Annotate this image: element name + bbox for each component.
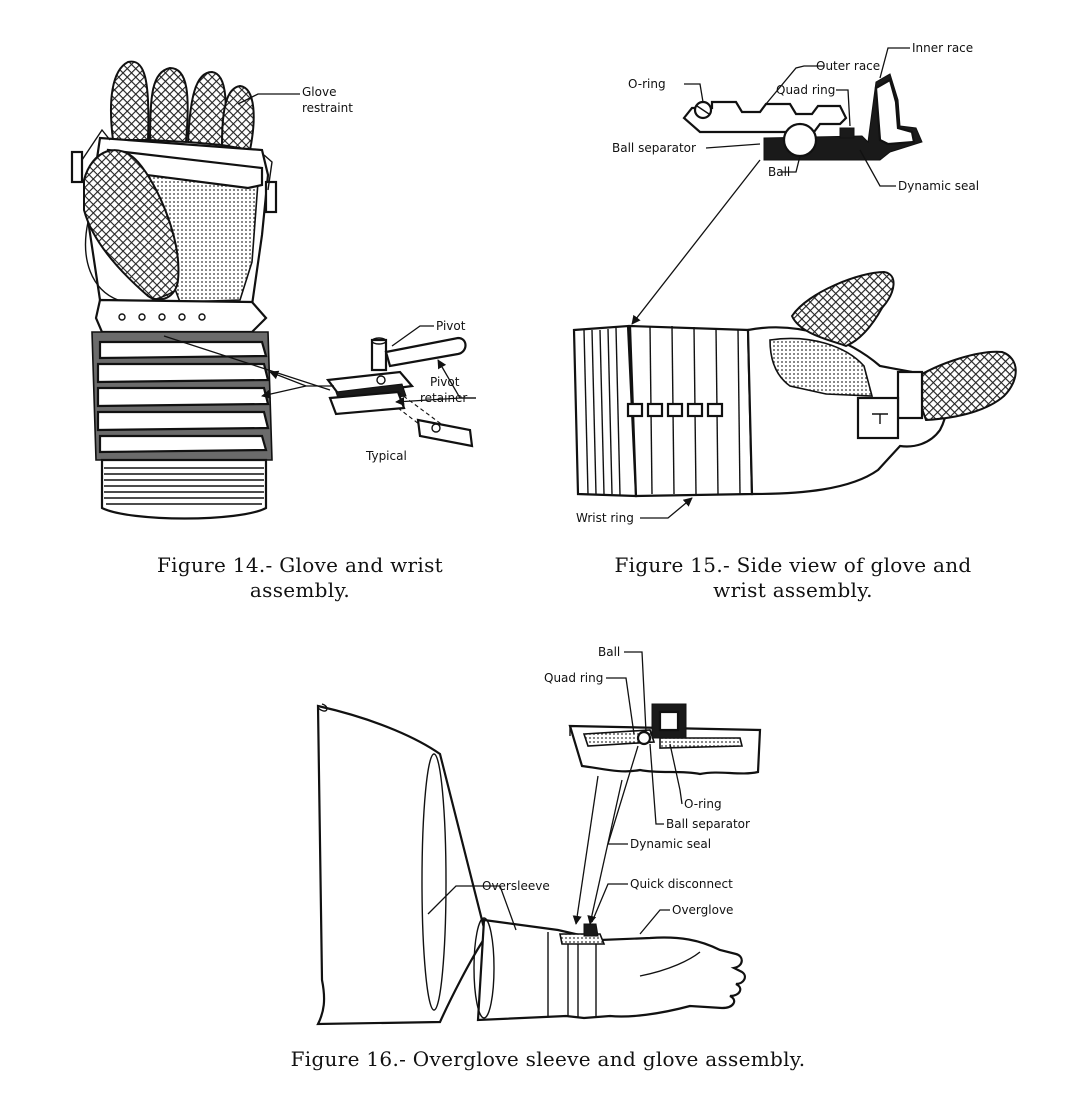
label-glove-restraint-2: restraint (302, 101, 353, 115)
bearing-cross-section (682, 73, 923, 161)
label-o-ring: O-ring (628, 77, 666, 91)
label-pivot-retainer-1: Pivot (430, 375, 460, 389)
label-pivot: Pivot (436, 319, 466, 333)
figure-15-side-view-glove-and-wrist: Inner race Outer race O-ring Quad ring B… (572, 41, 1017, 602)
figure-14-glove-and-wrist-assembly: Glove restraint Pivot Pivot retainer Typ… (70, 60, 476, 602)
figure-15-caption-line1: Figure 15.- Side view of glove and (614, 553, 971, 577)
side-pivot-blocks (626, 402, 724, 418)
label-wrist-ring: Wrist ring (576, 511, 634, 525)
wrist-plate-rivets (118, 313, 206, 321)
thread-lines (104, 467, 264, 505)
pivot-detail (325, 336, 474, 448)
label-typical: Typical (365, 449, 407, 463)
label-quick-disconnect: Quick disconnect (630, 877, 733, 891)
label-dynamic-seal-16: Dynamic seal (630, 837, 711, 851)
side-ring-grooves (583, 327, 621, 496)
label-inner-race: Inner race (912, 41, 973, 55)
label-overglove: Overglove (672, 903, 733, 917)
label-pivot-retainer-2: retainer (420, 391, 467, 405)
figure-16-caption: Figure 16.- Overglove sleeve and glove a… (291, 1047, 806, 1071)
label-o-ring-16: O-ring (684, 797, 722, 811)
label-quad-ring: Quad ring (776, 83, 835, 97)
figure-14-caption-line1: Figure 14.- Glove and wrist (157, 553, 443, 577)
wrist-ring-thread-base (100, 458, 268, 520)
glove-thumb (83, 149, 180, 301)
figure-15-caption-line2: wrist assembly. (713, 578, 873, 602)
side-strap-right (264, 180, 278, 214)
side-finger-strap (896, 370, 924, 420)
overglove (473, 917, 746, 1022)
label-ball: Ball (768, 165, 790, 179)
glove-restraint-fingers (110, 60, 255, 152)
wrist-plate (94, 298, 268, 334)
figure-16-overglove-sleeve-and-glove: Ball Quad ring O-ring Ball separator Dyn… (291, 645, 806, 1071)
oversleeve (316, 704, 488, 1026)
side-glove-thumb (790, 270, 895, 348)
figure-14-caption-line2: assembly. (250, 578, 350, 602)
wrist-convolutes (91, 331, 273, 461)
side-glove-panel (769, 337, 874, 397)
label-oversleeve: Oversleeve (482, 879, 550, 893)
label-ball-separator: Ball separator (612, 141, 696, 155)
label-ball-16: Ball (598, 645, 620, 659)
label-outer-race: Outer race (816, 59, 880, 73)
side-strap-left (70, 150, 84, 184)
side-glove-fingers (910, 350, 1017, 422)
quick-disconnect-section (568, 703, 762, 776)
label-ball-separator-16: Ball separator (666, 817, 750, 831)
label-dynamic-seal: Dynamic seal (898, 179, 979, 193)
label-quad-ring-16: Quad ring (544, 671, 603, 685)
label-glove-restraint-1: Glove (302, 85, 336, 99)
side-view-wrist-ring (572, 270, 1017, 498)
side-pivot-plate (856, 396, 900, 440)
